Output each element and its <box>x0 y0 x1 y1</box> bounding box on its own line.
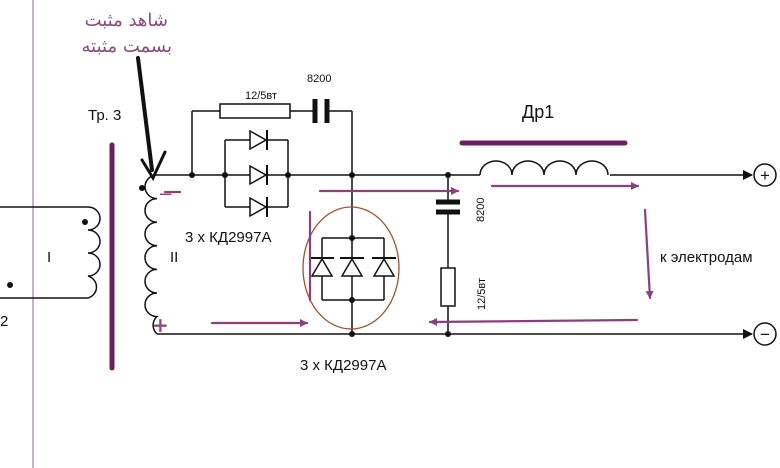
plus-terminal-label: + <box>760 166 770 185</box>
highlight-circle <box>302 206 400 330</box>
electrodes-label: к электродам <box>660 249 753 266</box>
minus-terminal-label: − <box>760 325 770 344</box>
diodes-upper-label: 3 х КД2997А <box>185 229 271 246</box>
annotation-line2: بسمت مثبته <box>82 36 172 57</box>
secondary-top-sign: − <box>158 184 173 205</box>
junction-dots <box>189 172 451 337</box>
diode-bank-lower <box>321 175 385 334</box>
primary-pin-dot <box>7 282 13 288</box>
diode-lower-1 <box>310 257 334 277</box>
secondary-bottom-sign: + <box>152 313 169 337</box>
diode-lower-3 <box>372 257 396 277</box>
resistor-top-label: 12/5вт <box>245 90 277 102</box>
capacitor-top-label: 8200 <box>307 73 331 85</box>
snubber-branch <box>191 110 353 175</box>
minus-terminal <box>753 322 777 346</box>
rails <box>157 170 753 339</box>
resistor-mid <box>440 267 456 307</box>
diodes-lower-label: 3 х КД2997А <box>300 357 386 374</box>
primary-winding-label: I <box>47 249 51 266</box>
capacitor-mid-label: 8200 <box>475 198 487 222</box>
resistor-top <box>219 103 291 119</box>
current-path <box>163 182 654 327</box>
primary-winding-group <box>0 206 101 299</box>
annotation-pointer <box>136 56 154 172</box>
choke-label: Др1 <box>522 102 554 122</box>
secondary-dot <box>139 185 145 191</box>
plus-terminal <box>753 163 777 187</box>
choke-coil <box>479 160 609 176</box>
resistor-mid-label: 12/5вт <box>476 278 488 310</box>
secondary-winding-label: II <box>170 249 178 266</box>
diode-upper-3 <box>249 196 268 218</box>
primary-pin-label: 2 <box>0 313 8 330</box>
diode-upper-2 <box>249 164 268 186</box>
annotation-pointer-head <box>140 150 167 182</box>
secondary-winding <box>144 174 159 335</box>
annotation-line1: شاهد مثبت <box>85 10 168 31</box>
primary-dot <box>82 219 88 225</box>
diode-lower-2 <box>340 257 364 277</box>
diode-upper-1 <box>249 129 268 151</box>
transformer-label: Тр. 3 <box>88 107 121 124</box>
